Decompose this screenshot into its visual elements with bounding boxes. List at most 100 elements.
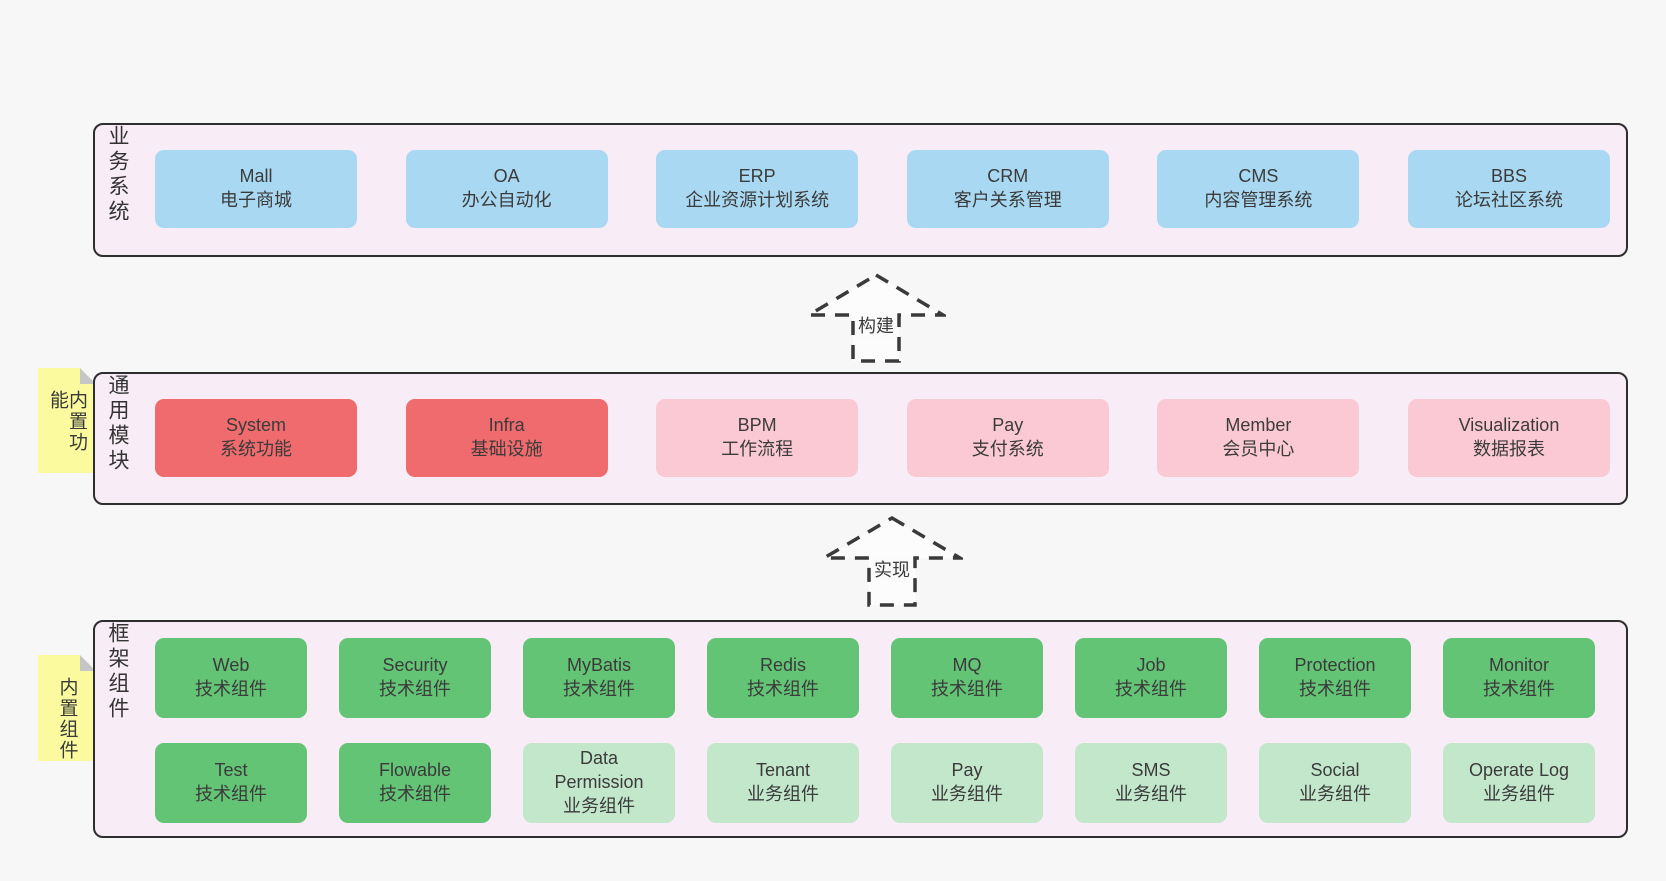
box-subtitle: 业务组件: [1299, 784, 1371, 804]
box-name: Pay: [951, 760, 983, 781]
box-subtitle: 会员中心: [1222, 439, 1295, 459]
arrow-implement-label: 实现: [872, 555, 912, 582]
box-subtitle: 办公自动化: [461, 190, 552, 210]
box-name: CMS: [1238, 166, 1279, 187]
box-subtitle: 基础设施: [470, 439, 543, 459]
box-name: BBS: [1490, 166, 1527, 187]
box-subtitle: 企业资源计划系统: [685, 190, 830, 210]
box-member: Member 会员中心: [1157, 399, 1360, 477]
box-subtitle: 系统功能: [220, 439, 292, 459]
box-subtitle: 客户关系管理: [953, 190, 1062, 210]
box-subtitle: 技术组件: [931, 679, 1003, 699]
box-subtitle: 内容管理系统: [1204, 190, 1313, 210]
box-pay-component: Pay 业务组件: [891, 743, 1043, 823]
box-name: Redis: [759, 655, 807, 676]
note-builtin-features: 内置功能: [38, 368, 96, 473]
box-erp: ERP 企业资源计划系统: [656, 150, 859, 228]
band-framework-components: 框架组件 Web 技术组件 Security 技术组件 MyBatis 技术组件…: [93, 620, 1628, 838]
box-name: Tenant: [755, 760, 811, 781]
box-subtitle: 支付系统: [971, 439, 1044, 459]
band-business-systems: 业务系统 Mall 电子商城 OA 办公自动化 ERP 企业资源计划系统 CRM…: [93, 123, 1628, 257]
box-name: MyBatis: [566, 655, 631, 676]
framework-components-row-2: Test 技术组件 Flowable 技术组件 Data Permission …: [155, 743, 1595, 823]
box-monitor: Monitor 技术组件: [1443, 638, 1595, 718]
box-name: Protection: [1294, 655, 1376, 676]
note-builtin-components: 内置组件: [38, 655, 96, 761]
note-builtin-features-label: 内置功能: [47, 390, 87, 453]
box-name: BPM: [737, 415, 777, 436]
box-subtitle: 业务组件: [1115, 784, 1187, 804]
box-operate-log: Operate Log 业务组件: [1443, 743, 1595, 823]
arrow-implement: 实现: [821, 515, 963, 608]
box-mall: Mall 电子商城: [155, 150, 357, 228]
box-subtitle: 业务组件: [1483, 784, 1555, 804]
box-subtitle: 数据报表: [1472, 439, 1545, 459]
box-test: Test 技术组件: [155, 743, 307, 823]
box-name: Flowable: [378, 760, 452, 781]
box-bbs: BBS 论坛社区系统: [1407, 150, 1610, 228]
box-visualization: Visualization 数据报表: [1407, 399, 1610, 477]
box-data-permission: Data Permission 业务组件: [523, 743, 675, 823]
box-subtitle: 业务组件: [931, 784, 1003, 804]
box-name: Web: [212, 655, 250, 676]
box-name: Operate Log: [1468, 760, 1570, 781]
box-subtitle: 技术组件: [1299, 679, 1371, 699]
box-name: Member: [1225, 415, 1292, 436]
box-subtitle: 电子商城: [220, 190, 292, 210]
box-subtitle: 技术组件: [563, 679, 635, 699]
arrow-build: 构建: [806, 272, 946, 364]
box-subtitle: 业务组件: [747, 784, 819, 804]
box-mq: MQ 技术组件: [891, 638, 1043, 718]
box-job: Job 技术组件: [1075, 638, 1227, 718]
box-name: Social: [1310, 760, 1360, 781]
business-systems-row: Mall 电子商城 OA 办公自动化 ERP 企业资源计划系统 CRM 客户关系…: [155, 150, 1610, 228]
band-framework-components-label: 框架组件: [106, 622, 129, 722]
box-security: Security 技术组件: [339, 638, 491, 718]
box-name: Infra: [488, 415, 525, 436]
box-subtitle: 论坛社区系统: [1454, 190, 1563, 210]
box-flowable: Flowable 技术组件: [339, 743, 491, 823]
box-infra: Infra 基础设施: [405, 399, 608, 477]
box-oa: OA 办公自动化: [405, 150, 608, 228]
box-name: System: [225, 415, 286, 436]
box-cms: CMS 内容管理系统: [1157, 150, 1360, 228]
band-business-systems-label: 业务系统: [106, 125, 129, 225]
box-name: Security: [382, 655, 448, 676]
box-subtitle: 技术组件: [379, 784, 451, 804]
box-subtitle: 技术组件: [195, 784, 267, 804]
box-protection: Protection 技术组件: [1259, 638, 1411, 718]
band-common-modules: 通用模块 System 系统功能 Infra 基础设施 BPM 工作流程 Pay…: [93, 372, 1628, 505]
box-name: CRM: [987, 166, 1029, 187]
box-redis: Redis 技术组件: [707, 638, 859, 718]
box-name: Test: [214, 760, 248, 781]
box-tenant: Tenant 业务组件: [707, 743, 859, 823]
box-name: OA: [493, 166, 520, 187]
box-pay-module: Pay 支付系统: [906, 399, 1109, 477]
arrow-build-label: 构建: [856, 312, 896, 339]
box-bpm: BPM 工作流程: [656, 399, 859, 477]
box-subtitle: 业务组件: [563, 795, 635, 816]
box-subtitle: 技术组件: [195, 679, 267, 699]
box-system: System 系统功能: [155, 399, 357, 477]
box-subtitle: 技术组件: [1483, 679, 1555, 699]
box-subtitle: 技术组件: [379, 679, 451, 699]
box-name: Visualization: [1458, 415, 1560, 436]
box-subtitle: 工作流程: [721, 439, 794, 459]
box-name: Data Permission: [554, 748, 644, 793]
box-subtitle: 技术组件: [747, 679, 819, 699]
box-name: MQ: [952, 655, 982, 676]
box-subtitle: 技术组件: [1115, 679, 1187, 699]
box-name: Mall: [239, 166, 273, 187]
box-name: ERP: [738, 166, 776, 187]
box-name: SMS: [1131, 760, 1171, 781]
note-builtin-components-label: 内置组件: [56, 677, 78, 761]
box-name: Pay: [992, 415, 1024, 436]
box-social: Social 业务组件: [1259, 743, 1411, 823]
box-sms: SMS 业务组件: [1075, 743, 1227, 823]
box-crm: CRM 客户关系管理: [906, 150, 1109, 228]
box-mybatis: MyBatis 技术组件: [523, 638, 675, 718]
box-web: Web 技术组件: [155, 638, 307, 718]
common-modules-row: System 系统功能 Infra 基础设施 BPM 工作流程 Pay 支付系统…: [155, 399, 1610, 477]
box-name: Monitor: [1488, 655, 1550, 676]
